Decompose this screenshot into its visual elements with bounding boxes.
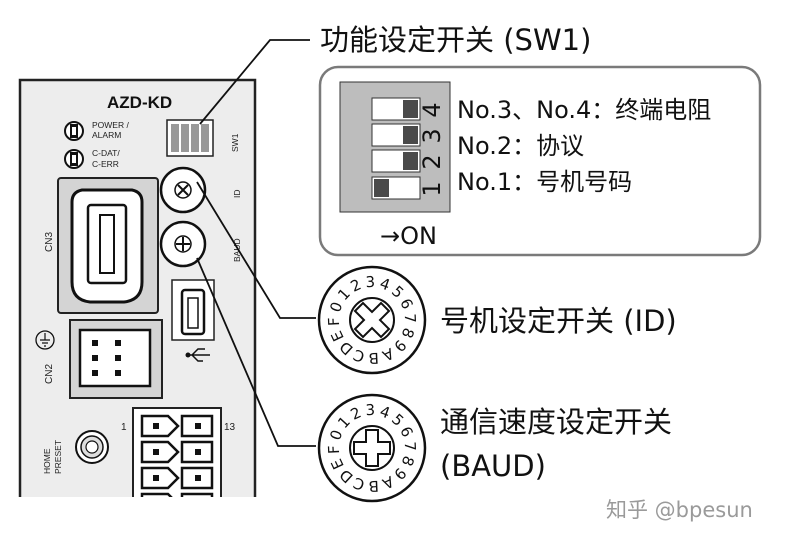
- leader-lines: [196, 39, 316, 447]
- ground-icon: [35, 330, 55, 350]
- id-title: 号机设定开关 (ID): [440, 304, 677, 338]
- dial-char-f: F: [325, 445, 343, 454]
- cn3-label: CN3: [44, 232, 55, 252]
- pin-last-label: 13: [224, 422, 236, 433]
- dial-char-7: 7: [401, 441, 419, 451]
- dial-char-3: 3: [365, 401, 375, 419]
- cerr-label: C-ERR: [92, 159, 119, 169]
- sw1-pin3-desc: No.2：协议: [457, 132, 584, 160]
- dial-char-7: 7: [401, 313, 419, 323]
- led-cdat-cerr: [64, 149, 84, 169]
- sw1-pin1-desc: No.1：号机号码: [457, 168, 632, 196]
- baud-title-line1: 通信速度设定开关: [440, 405, 672, 439]
- usb-icon: [185, 348, 210, 362]
- baud-device-label: BAUD: [232, 238, 242, 262]
- cdat-label: C-DAT/: [92, 148, 120, 158]
- sw1-callout-box: [318, 65, 762, 257]
- cn2-label: CN2: [44, 364, 55, 384]
- model-label: AZD-KD: [107, 93, 172, 112]
- dial-char-b: B: [368, 477, 379, 495]
- cn3-connector: [57, 177, 159, 314]
- dial-char-3: 3: [365, 273, 375, 291]
- power-label: POWER /: [92, 120, 129, 130]
- sw1-pin4-desc: No.3、No.4：终端电阻: [457, 96, 711, 124]
- watermark: 知乎 @bpesun: [606, 498, 753, 522]
- pin-first-label: 1: [121, 422, 127, 433]
- usb-port: [171, 279, 215, 341]
- id-device-label: ID: [232, 190, 242, 199]
- device-id-dial[interactable]: [159, 166, 207, 214]
- home-preset-button[interactable]: [75, 430, 109, 464]
- cn2-connector: [69, 319, 163, 399]
- sw1-device-label: SW1: [230, 133, 240, 152]
- dial-char-f: F: [325, 317, 343, 326]
- led-power-alarm: [64, 121, 84, 141]
- on-direction-label: →ON: [380, 222, 437, 250]
- sw1-title: 功能设定开关 (SW1): [320, 23, 591, 57]
- baud-title-line2: (BAUD): [440, 449, 546, 483]
- device-dip-switch[interactable]: [166, 119, 214, 157]
- dip-number-3: 3: [418, 128, 446, 143]
- bottom-margin: [0, 497, 804, 540]
- preset-label: PRESET: [53, 440, 63, 474]
- dial-char-b: B: [368, 349, 379, 367]
- home-label: HOME: [42, 448, 52, 474]
- device-baud-dial[interactable]: [159, 220, 207, 268]
- dip-number-1: 1: [418, 181, 446, 196]
- dip-number-4: 4: [418, 102, 446, 117]
- dip-number-2: 2: [418, 154, 446, 169]
- alarm-label: ALARM: [92, 130, 121, 140]
